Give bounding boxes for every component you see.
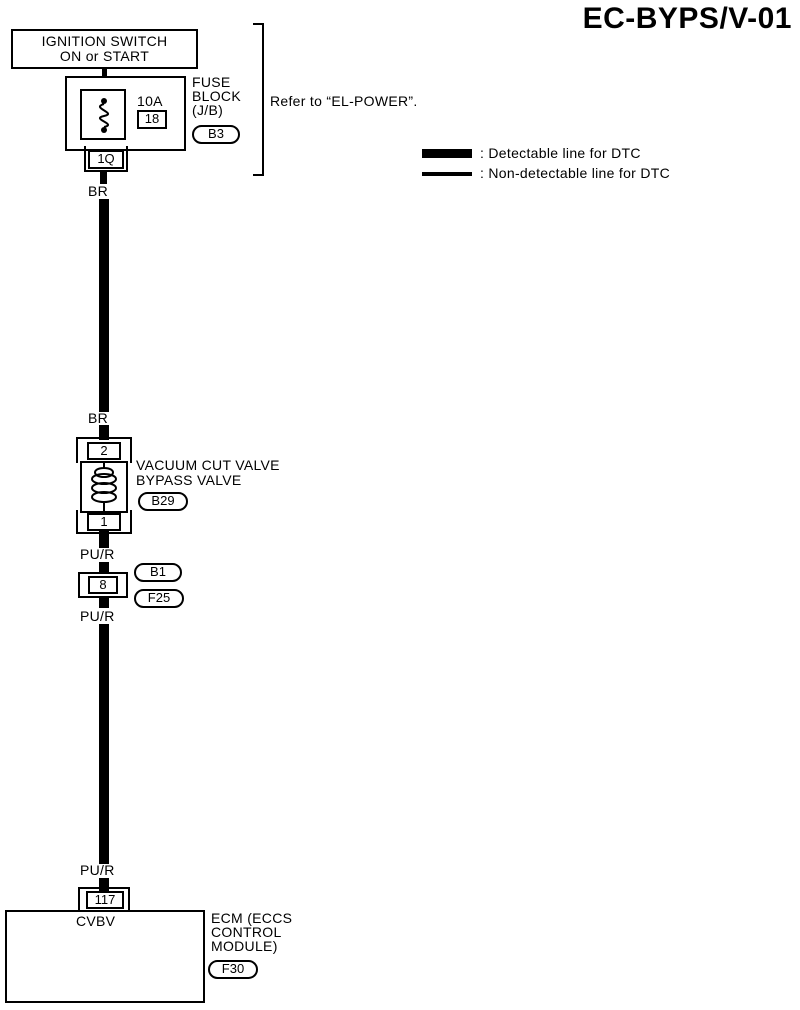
joint-connector-badge-f25: F25 bbox=[134, 589, 184, 608]
ignition-switch-label: IGNITION SWITCH bbox=[41, 33, 168, 49]
ecm-pin: 117 bbox=[86, 891, 124, 909]
ecm-connector-bracket bbox=[78, 887, 130, 913]
fuse-amperage: 10A bbox=[137, 93, 163, 109]
ignition-switch-box: IGNITION SWITCH ON or START bbox=[11, 29, 198, 69]
valve-bottom-connector bbox=[76, 510, 132, 534]
wire-br-fuse-stub bbox=[100, 170, 107, 184]
wire-br-valve-stub bbox=[99, 425, 109, 440]
fuse-body bbox=[80, 89, 126, 140]
wire-pur-main bbox=[99, 624, 109, 864]
valve-body bbox=[80, 461, 128, 513]
joint-connector-pin: 8 bbox=[88, 576, 118, 594]
fuse-number: 18 bbox=[137, 110, 167, 129]
ecm-terminal-name: CVBV bbox=[76, 913, 116, 929]
wire-color-br-top: BR bbox=[88, 183, 109, 199]
valve-pin-bottom: 1 bbox=[87, 513, 121, 531]
legend-detectable-text: : Detectable line for DTC bbox=[480, 145, 641, 161]
wire-color-pur-2: PU/R bbox=[80, 608, 115, 624]
ecm-label-3: MODULE) bbox=[211, 938, 278, 954]
ignition-switch-mode: ON or START bbox=[59, 48, 150, 64]
fuse-block-label-3: (J/B) bbox=[192, 102, 224, 118]
fuse-block-label-1: FUSE bbox=[192, 74, 231, 90]
legend-non-detectable-line bbox=[422, 172, 472, 176]
fuse-terminal-bracket bbox=[84, 146, 128, 172]
fuse-terminal-pin: 1Q bbox=[88, 150, 124, 169]
wire-color-pur-3: PU/R bbox=[80, 862, 115, 878]
fuse-block-label-2: BLOCK bbox=[192, 88, 241, 104]
fuse-icon bbox=[99, 98, 109, 133]
legend-detectable-line bbox=[422, 149, 472, 158]
ecm-connector-badge: F30 bbox=[208, 960, 258, 979]
wire-pur-valve-stub bbox=[99, 530, 109, 548]
valve-pin-top: 2 bbox=[87, 442, 121, 460]
wire-pur-joint-in bbox=[99, 562, 109, 574]
ecm-label-2: CONTROL bbox=[211, 924, 282, 940]
solenoid-coil-icon bbox=[91, 463, 117, 511]
joint-connector-badge-b1: B1 bbox=[134, 563, 182, 582]
page-title: EC-BYPS/V-01 bbox=[582, 2, 792, 35]
wire-br-main bbox=[99, 199, 109, 412]
valve-label-1: VACUUM CUT VALVE bbox=[136, 457, 280, 473]
wire-pur-ecm-stub bbox=[99, 878, 109, 892]
valve-top-connector bbox=[76, 437, 132, 463]
valve-connector-badge: B29 bbox=[138, 492, 188, 511]
wire-color-br-bottom: BR bbox=[88, 410, 109, 426]
legend-non-detectable-text: : Non-detectable line for DTC bbox=[480, 165, 671, 181]
wire-color-pur-1: PU/R bbox=[80, 546, 115, 562]
wire-pur-joint-out bbox=[99, 596, 109, 608]
refer-note: Refer to “EL-POWER”. bbox=[270, 93, 418, 109]
ecm-label-1: ECM (ECCS bbox=[211, 910, 293, 926]
fuse-block-connector-badge: B3 bbox=[192, 125, 240, 144]
valve-label-2: BYPASS VALVE bbox=[136, 472, 242, 488]
ecm-box bbox=[5, 910, 205, 1003]
